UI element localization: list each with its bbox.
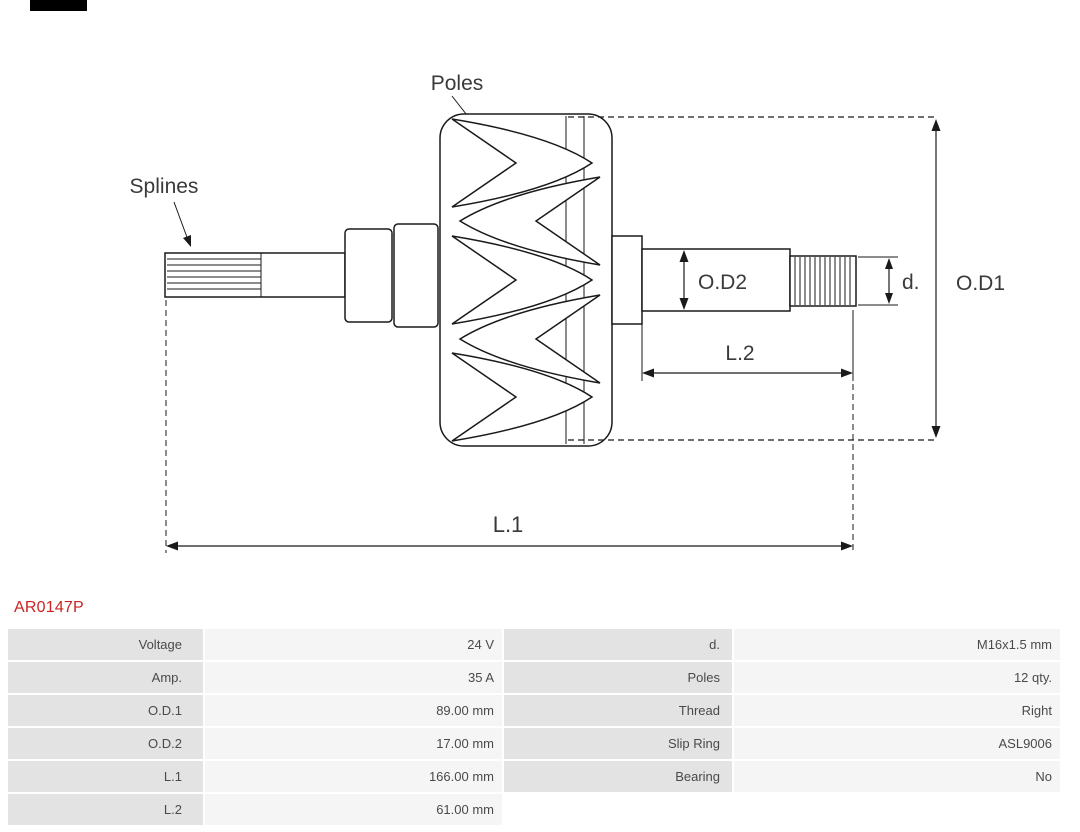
- spec-value-cell: [734, 794, 1060, 825]
- spec-label-cell: Poles: [504, 662, 732, 693]
- d-label: d.: [902, 271, 920, 294]
- part-number: AR0147P: [14, 599, 84, 616]
- spec-value-cell: No: [734, 761, 1060, 792]
- spec-label-cell: L.1: [8, 761, 203, 792]
- splined-shaft: [164, 252, 346, 298]
- rotor-diagram-container: Poles Splines: [130, 72, 1005, 553]
- spec-label-cell: Bearing: [504, 761, 732, 792]
- top-left-black-mark: [30, 0, 87, 11]
- od1-label: O.D1: [956, 272, 1005, 295]
- spec-value-cell: 24 V: [205, 629, 502, 660]
- splines-leader-line: [173, 201, 189, 241]
- thread-end: [789, 255, 857, 307]
- dim-od2: O.D2: [679, 250, 747, 310]
- dim-od1: O.D1: [931, 119, 1005, 438]
- poles-label: Poles: [431, 72, 484, 95]
- spec-value-cell: ASL9006: [734, 728, 1060, 759]
- l1-label: L.1: [493, 512, 524, 537]
- od1-dashed-box: [568, 116, 936, 441]
- pole-claws: [451, 118, 601, 442]
- splines-label: Splines: [130, 175, 199, 198]
- spec-value-cell: 17.00 mm: [205, 728, 502, 759]
- spec-label-cell: Amp.: [8, 662, 203, 693]
- spec-label-cell: [504, 794, 732, 825]
- spec-value-cell: 12 qty.: [734, 662, 1060, 693]
- spec-label-cell: Thread: [504, 695, 732, 726]
- rotor-diagram: Poles Splines: [130, 72, 1005, 553]
- spec-value-cell: 166.00 mm: [205, 761, 502, 792]
- rotor-body: [439, 113, 613, 447]
- dim-l1: L.1: [165, 300, 854, 553]
- spec-label-cell: L.2: [8, 794, 203, 825]
- spec-value-cell: Right: [734, 695, 1060, 726]
- od2-label: O.D2: [698, 271, 747, 294]
- spec-label-cell: Slip Ring: [504, 728, 732, 759]
- spec-value-cell: M16x1.5 mm: [734, 629, 1060, 660]
- l2-label: L.2: [725, 342, 754, 365]
- rear-shaft: [611, 235, 791, 325]
- spec-label-cell: d.: [504, 629, 732, 660]
- splines-arrow-icon: [183, 235, 191, 247]
- spec-label-cell: O.D.2: [8, 728, 203, 759]
- spec-value-cell: 35 A: [205, 662, 502, 693]
- spec-label-cell: O.D.1: [8, 695, 203, 726]
- spec-value-cell: 61.00 mm: [205, 794, 502, 825]
- spec-label-cell: Voltage: [8, 629, 203, 660]
- dim-d: d.: [858, 256, 920, 306]
- spec-value-cell: 89.00 mm: [205, 695, 502, 726]
- dim-l2: L.2: [641, 310, 854, 381]
- shaft-collar: [344, 223, 439, 328]
